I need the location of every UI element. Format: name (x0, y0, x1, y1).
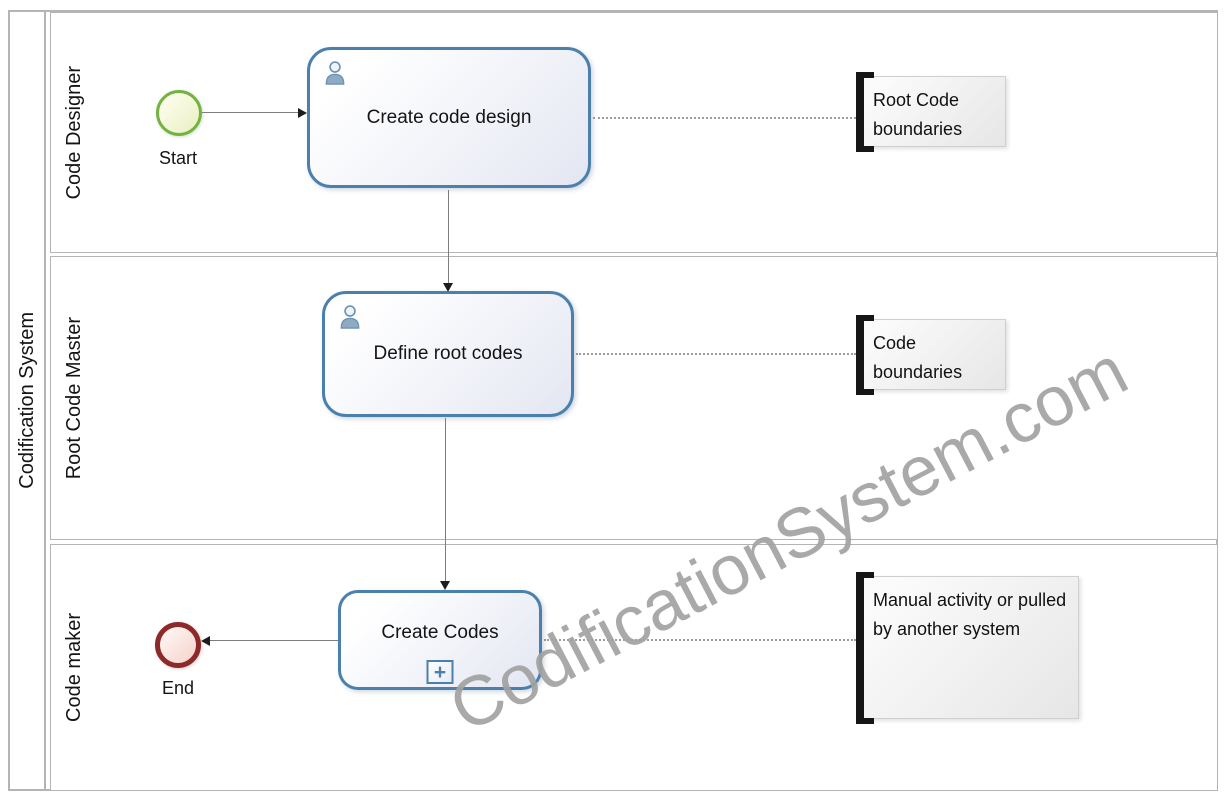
lane-root-code-master: Root Code Master (50, 256, 1218, 540)
sequence-flow-start-to-task1 (202, 112, 299, 113)
end-event-label: End (161, 678, 195, 698)
lane-label-wrap: Code Designer (63, 13, 86, 252)
sequence-flow-task1-to-task2 (448, 190, 449, 284)
task-create-codes: Create Codes + (338, 590, 542, 690)
user-icon (340, 305, 360, 329)
annotation-bracket-icon (856, 572, 874, 724)
association-task3-annotation (544, 639, 856, 641)
sequence-flow-task2-to-task3 (445, 418, 446, 582)
association-task2-annotation (576, 353, 856, 355)
task-define-root-codes: Define root codes (322, 291, 574, 417)
end-event (155, 622, 201, 668)
lane-code-maker-label: Code maker (63, 613, 85, 722)
arrowhead-icon (443, 283, 453, 292)
lane-label-wrap: Code maker (63, 545, 86, 790)
annotation-bracket-icon (856, 315, 874, 395)
pool-label-column: Codification System (10, 12, 46, 789)
start-event-label: Start (158, 148, 197, 168)
arrowhead-icon (440, 581, 450, 590)
annotation-code-boundaries: Code boundaries (862, 319, 1006, 390)
arrowhead-icon (298, 108, 307, 118)
subprocess-plus-icon: + (426, 660, 454, 684)
lane-label-wrap: Root Code Master (63, 257, 86, 539)
annotation-root-code-boundaries: Root Code boundaries (862, 76, 1006, 147)
association-task1-annotation (593, 117, 856, 119)
lane-root-code-master-label: Root Code Master (63, 316, 85, 480)
task-label: Define root codes (373, 343, 523, 364)
annotation-manual-activity: Manual activity or pulled by another sys… (862, 576, 1079, 719)
sequence-flow-task3-to-end (208, 640, 338, 641)
task-create-code-design: Create code design (307, 47, 591, 188)
task-label: Create Codes (381, 622, 499, 643)
annotation-bracket-icon (856, 72, 874, 152)
start-event (156, 90, 202, 136)
pool-label: Codification System (15, 312, 38, 489)
arrowhead-icon (201, 636, 210, 646)
lane-code-designer-label: Code Designer (63, 65, 85, 200)
lane-code-designer: Code Designer (50, 12, 1218, 253)
task-label: Create code design (366, 106, 532, 128)
user-icon (325, 61, 345, 85)
